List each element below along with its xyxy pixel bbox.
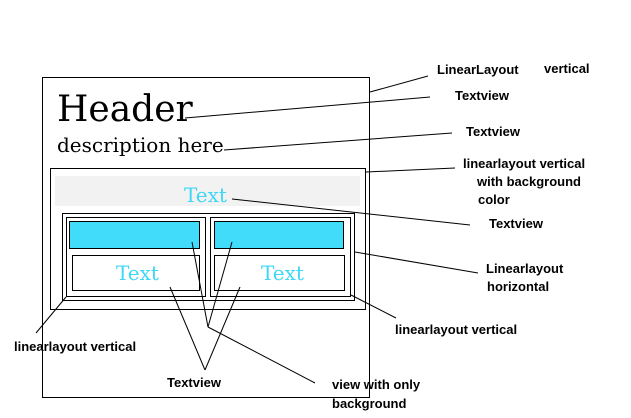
label-textview-header: Textview: [455, 88, 509, 103]
leader-description: [223, 132, 453, 151]
label-vertical: vertical: [544, 61, 590, 76]
leader-view-main: [207, 326, 316, 384]
center-textview: Text: [184, 183, 227, 207]
label-textview-bottom: Textview: [167, 375, 221, 390]
right-background-view: [214, 221, 344, 249]
label-bg-layout-line1: linearlayout vertical: [463, 156, 586, 171]
left-text-box: [72, 255, 200, 291]
label-horizontal-line2: horizontal: [487, 279, 550, 294]
leader-center-text: [231, 198, 471, 226]
label-vertical-left: linearlayout vertical: [14, 339, 137, 354]
label-bg-layout-line2: with background: [477, 174, 581, 189]
horizontal-linearlayout: [62, 213, 355, 301]
description-textview: description here: [57, 133, 224, 157]
label-bg-layout-line3: color: [478, 192, 510, 207]
left-linearlayout-vertical: [66, 217, 206, 297]
leader-horizontal: [354, 251, 479, 274]
leader-textview-2: [204, 286, 241, 371]
label-vertical-right: linearlayout vertical: [395, 322, 518, 337]
leader-bg-layout: [365, 167, 456, 173]
leader-vertical-left: [35, 296, 67, 334]
right-text-box: [214, 255, 345, 291]
label-textview-center: Textview: [489, 216, 543, 231]
leader-vertical-right: [350, 294, 397, 319]
label-horizontal-line1: Linearlayout: [486, 261, 564, 276]
header-textview: Header: [57, 89, 193, 130]
leader-view-1: [191, 241, 209, 328]
left-background-view: [69, 221, 200, 249]
right-linearlayout-vertical: [210, 217, 351, 297]
label-view-bg-line2: background: [332, 396, 407, 411]
leader-textview-1: [169, 286, 206, 371]
leader-view-2: [207, 241, 233, 328]
right-cell-textview: Text: [261, 261, 304, 285]
label-view-bg-line1: view with only: [332, 377, 421, 392]
leader-outer: [369, 75, 429, 93]
leader-header: [184, 96, 431, 119]
left-cell-textview: Text: [116, 261, 159, 285]
label-linearlayout: LinearLayout: [437, 62, 519, 77]
label-textview-description: Textview: [466, 124, 520, 139]
background-color-band: [55, 176, 360, 206]
